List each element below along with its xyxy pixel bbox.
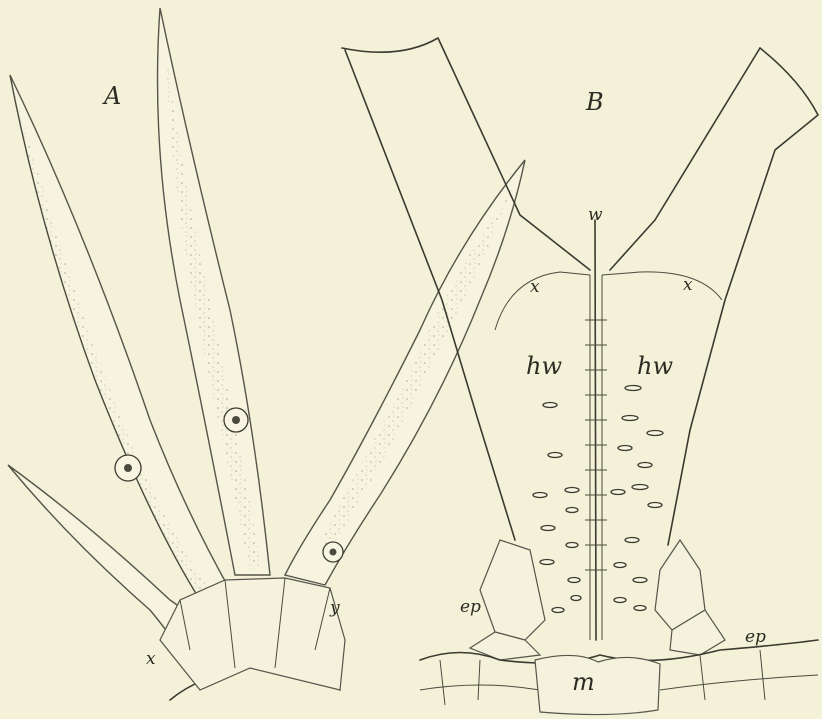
- nucleus-2: [224, 408, 248, 432]
- callout-b-x-right: x: [683, 275, 693, 295]
- callout-b-ep-right: ep: [745, 627, 766, 647]
- callout-b-ep-left: ep: [460, 597, 481, 617]
- base-cells: [160, 578, 345, 690]
- callout-b-m: m: [572, 668, 595, 696]
- callout-a-x: x: [146, 649, 156, 669]
- nucleus-1: [115, 455, 141, 481]
- outer-wall-left: [342, 38, 590, 270]
- m-cell: [535, 655, 660, 714]
- panel-a-label: A: [102, 82, 121, 110]
- hw-pits-right: [611, 386, 663, 611]
- callout-b-x-left: x: [530, 277, 540, 297]
- callout-a-y: y: [329, 598, 340, 618]
- central-wall: [595, 220, 596, 640]
- nucleus-3: [323, 542, 343, 562]
- callout-b-hw-right: hw: [637, 352, 673, 380]
- panel-a: A x y: [8, 8, 525, 700]
- panel-b-label: B: [585, 88, 604, 116]
- callout-b-hw-left: hw: [526, 352, 562, 380]
- hw-pits-left: [533, 403, 581, 613]
- outer-wall-right: [668, 48, 818, 545]
- callout-b-w: w: [588, 205, 603, 225]
